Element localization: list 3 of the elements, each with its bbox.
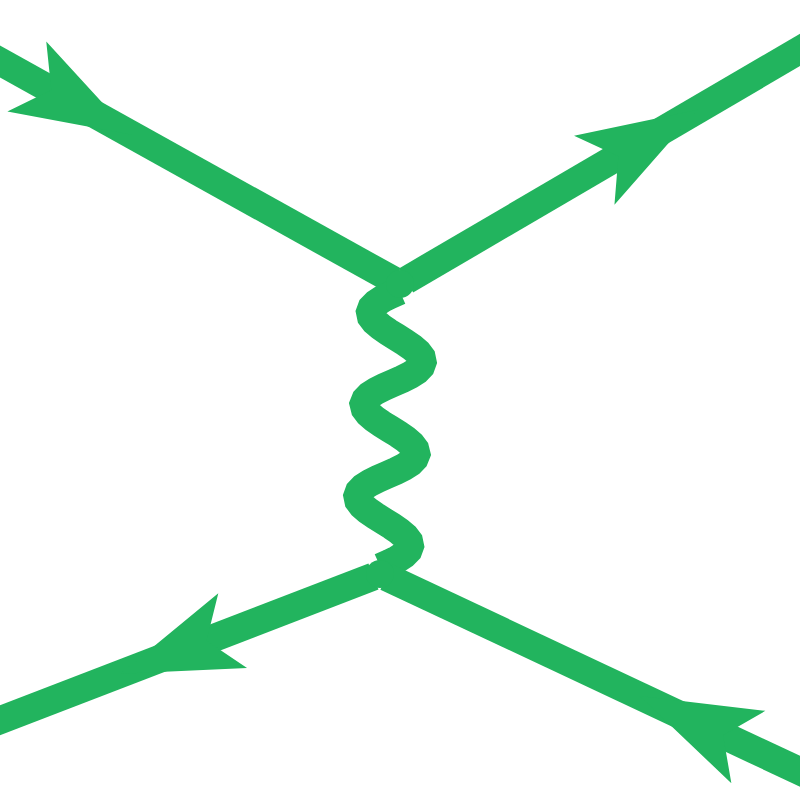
- arrow: [0, 563, 379, 738]
- arrow: [398, 31, 800, 293]
- arrow: [380, 564, 800, 789]
